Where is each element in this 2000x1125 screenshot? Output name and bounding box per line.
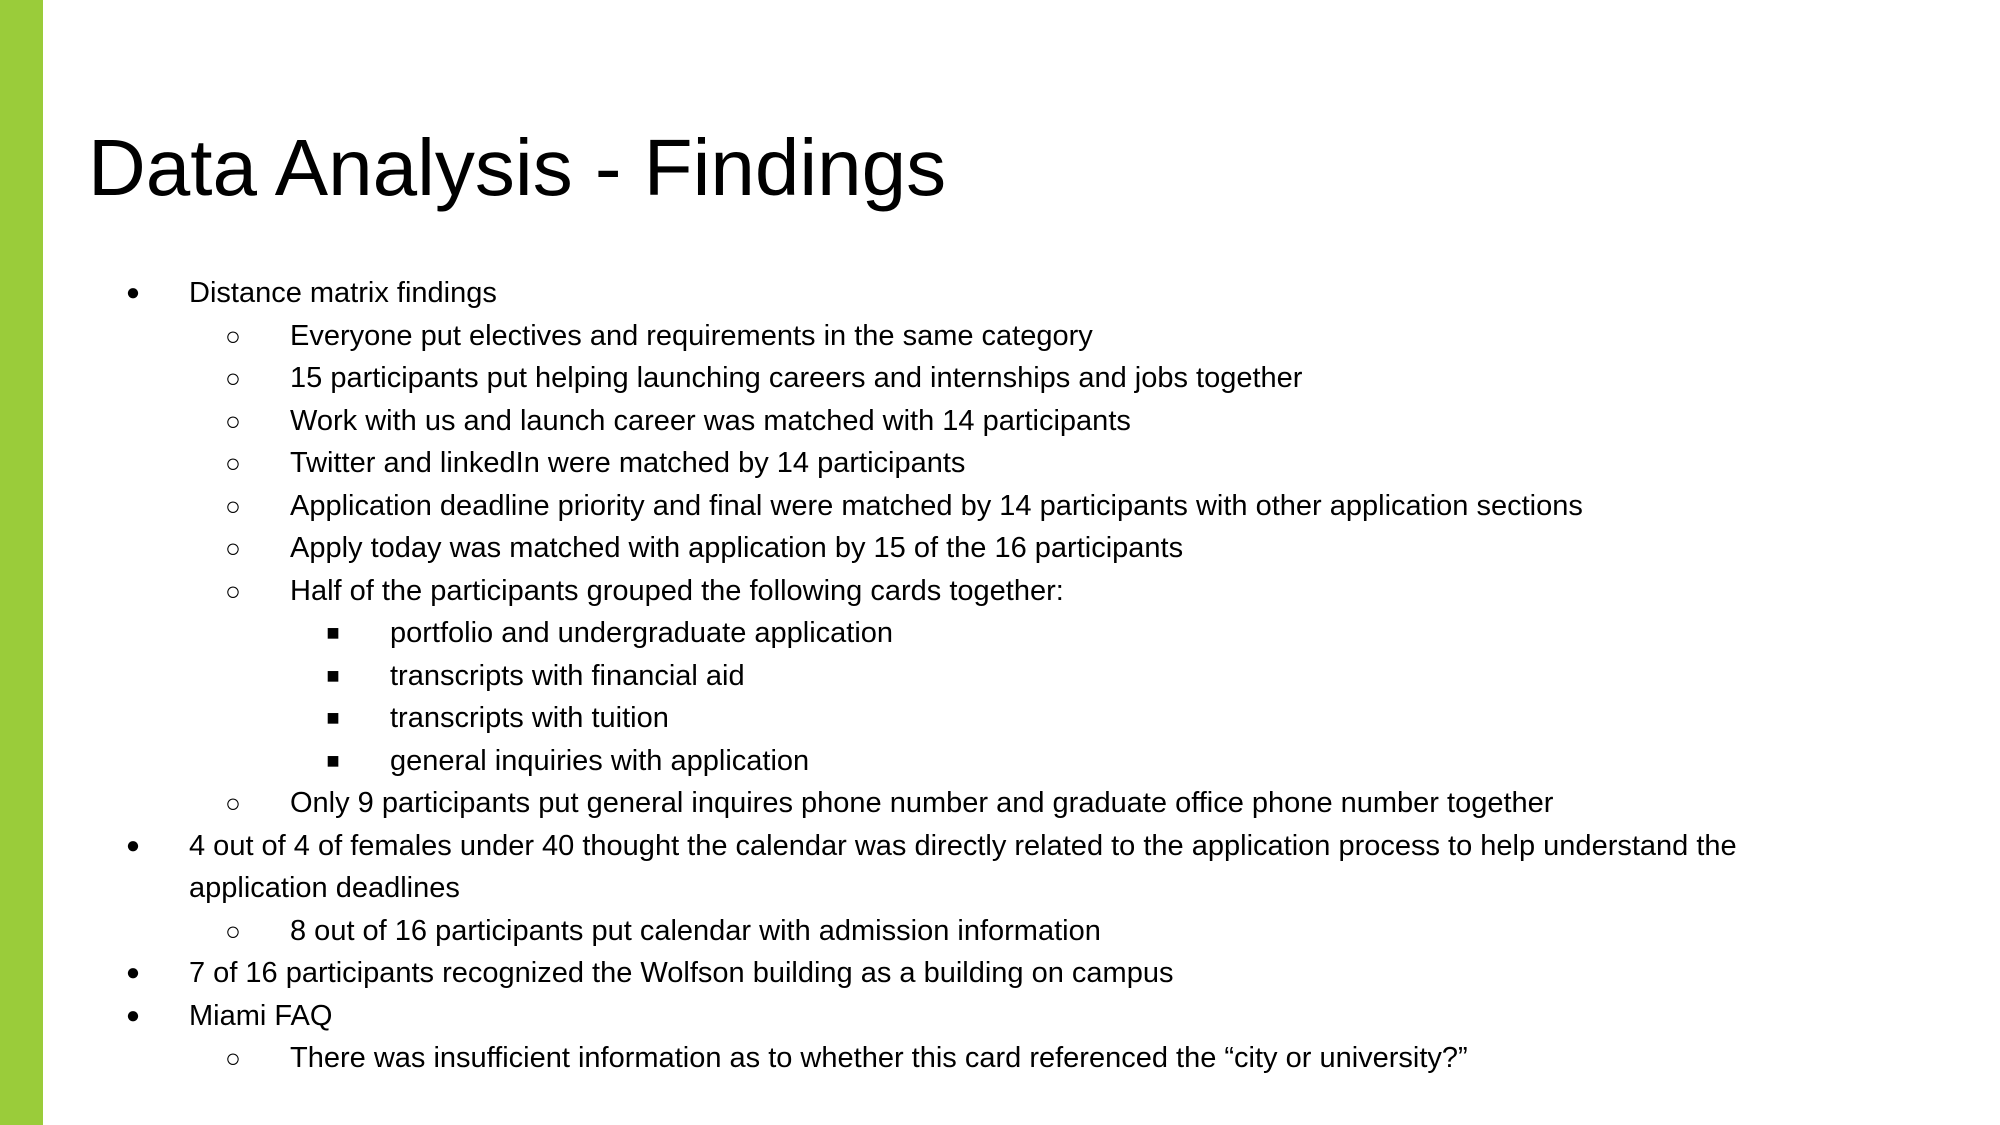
hollow-circle-bullet-icon: ○ [225,490,241,521]
bullet-item-level-2: ○ There was insufficient information as t… [0,1037,2000,1080]
findings-bullet-list: ● Distance matrix findings ○ Everyone put e… [0,272,2000,1080]
bullet-text: There was insufficient information as to… [290,1042,1468,1074]
bullet-text: Twitter and linkedIn were matched by 14 … [290,447,966,479]
bullet-item-level-2: ○ Work with us and launch career was matc… [0,400,2000,443]
bullet-text: transcripts with financial aid [390,659,745,692]
bullet-item-level-1: ● Distance matrix findings [0,272,2000,315]
filled-circle-bullet-icon: ● [125,1001,141,1029]
bullet-item-level-2: ○ 15 participants put helping launching c… [0,357,2000,400]
filled-circle-bullet-icon: ● [125,959,141,986]
square-bullet-icon: ■ [326,705,340,730]
bullet-text: 4 out of 4 of females under 40 thought t… [189,829,1737,905]
bullet-item-level-2: ○ Everyone put electives and requirements… [0,315,2000,358]
bullet-item-level-2: ○ 8 out of 16 participants put calendar w… [0,910,2000,953]
bullet-item-level-2: ○ Only 9 participants put general inquire… [0,782,2000,825]
bullet-text: 15 participants put helping launching ca… [290,362,1303,394]
bullet-text: general inquiries with application [390,744,810,777]
filled-circle-bullet-icon: ● [125,279,141,306]
square-bullet-icon: ■ [326,620,340,645]
bullet-text: 8 out of 16 participants put calendar wi… [290,914,1101,947]
bullet-text: Everyone put electives and requirements … [290,319,1093,352]
bullet-item-level-2: ○ Half of the participants grouped the fo… [0,570,2000,613]
filled-circle-bullet-icon: ● [125,831,141,859]
bullet-item-level-3: ■ general inquiries with application [0,740,2000,783]
bullet-text: Apply today was matched with application… [290,532,1184,564]
bullet-text: portfolio and undergraduate application [390,617,894,649]
bullet-text: Work with us and launch career was match… [290,404,1131,437]
bullet-text: Application deadline priority and final … [290,489,1583,522]
accent-bar [0,0,43,1125]
hollow-circle-bullet-icon: ○ [225,575,241,606]
slide-title: Data Analysis - Findings [88,123,947,212]
bullet-item-level-3: ■ portfolio and undergraduate application [0,612,2000,655]
bullet-text: Miami FAQ [189,999,333,1032]
bullet-item-level-1: ● Miami FAQ [0,995,2000,1038]
bullet-text: Half of the participants grouped the fol… [290,574,1064,607]
hollow-circle-bullet-icon: ○ [225,363,241,393]
bullet-item-level-2: ○ Apply today was matched with applicatio… [0,527,2000,570]
bullet-item-level-3: ■ transcripts with tuition [0,697,2000,740]
bullet-item-level-3: ■ transcripts with financial aid [0,655,2000,698]
bullet-text: Only 9 participants put general inquires… [290,787,1554,819]
bullet-item-level-2: ○ Application deadline priority and final… [0,485,2000,528]
bullet-text: Distance matrix findings [189,277,497,309]
hollow-circle-bullet-icon: ○ [225,320,241,351]
bullet-text: 7 of 16 participants recognized the Wolf… [189,957,1174,989]
bullet-item-level-2: ○ Twitter and linkedIn were matched by 14… [0,442,2000,485]
hollow-circle-bullet-icon: ○ [225,788,241,818]
hollow-circle-bullet-icon: ○ [225,405,241,436]
hollow-circle-bullet-icon: ○ [225,1043,241,1073]
square-bullet-icon: ■ [326,747,340,773]
bullet-item-level-1: ● 4 out of 4 of females under 40 thought … [0,825,2000,910]
bullet-item-level-1: ● 7 of 16 participants recognized the Wol… [0,952,2000,995]
square-bullet-icon: ■ [326,662,340,688]
bullet-text: transcripts with tuition [390,702,669,734]
hollow-circle-bullet-icon: ○ [225,448,241,478]
hollow-circle-bullet-icon: ○ [225,915,241,946]
hollow-circle-bullet-icon: ○ [225,533,241,563]
